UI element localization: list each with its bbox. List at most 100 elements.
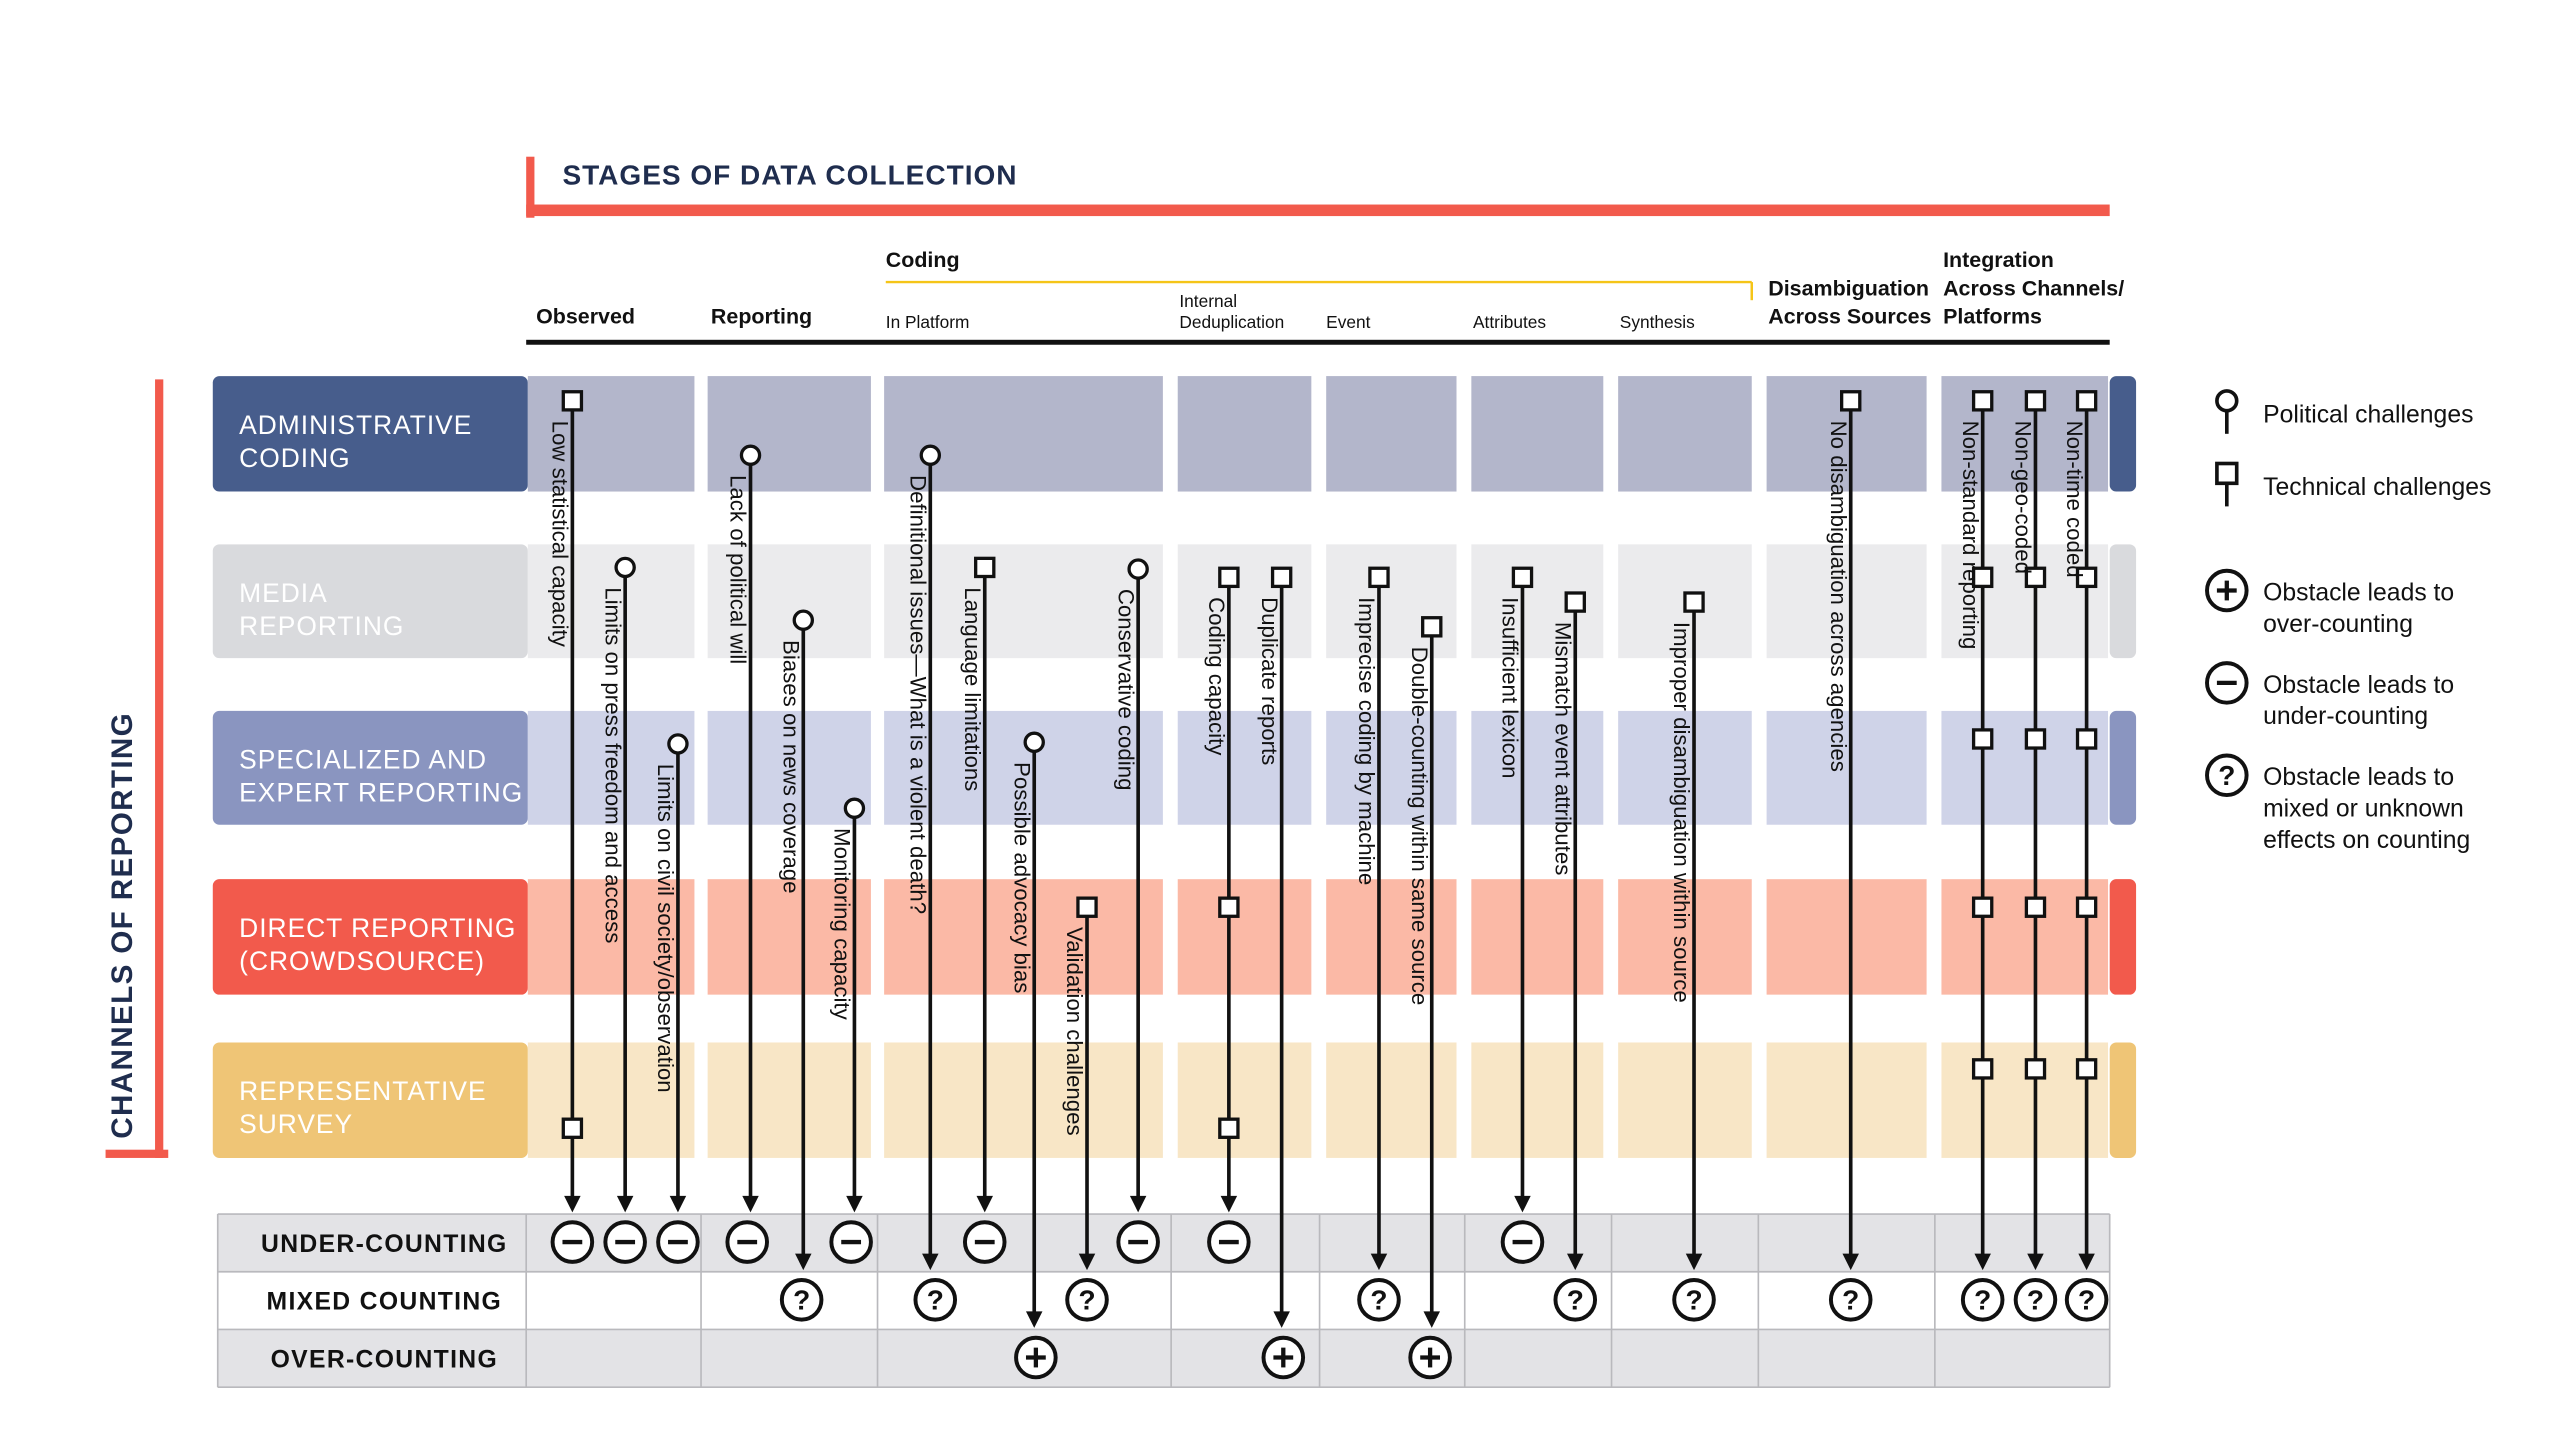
outcome-mixed-symbol-19-ring [1960, 1278, 2005, 1322]
challenge-arrowhead-21 [2078, 1253, 2095, 1271]
challenge-technical-marker-0 [561, 390, 584, 412]
challenge-technical-marker-14 [1421, 616, 1443, 638]
channel-band-3-6 [1618, 879, 1752, 995]
channel-label-3: DIRECT REPORTING [239, 913, 516, 943]
challenge-label-11: Coding capacity [1204, 597, 1229, 756]
legend-mixed-text-2: effects on counting [2263, 827, 2470, 854]
channel-band-0-0 [527, 376, 695, 492]
channel-label-box-3 [212, 879, 528, 995]
challenge-arrowhead-10 [1129, 1195, 1147, 1213]
challenge-political-marker-10 [1127, 558, 1149, 580]
outcome-mixed-symbol-21: ? [2064, 1278, 2109, 1322]
coding-group-label: Coding [886, 248, 960, 272]
challenge-label-0: Low statistical capacity [548, 421, 573, 648]
channel-band-0-3 [1177, 376, 1312, 492]
stage-header-1: Reporting [711, 304, 812, 328]
challenge-label-14: Double-counting within same source [1407, 647, 1432, 1006]
challenge-extra-marker-21-3 [2075, 1058, 2098, 1080]
channel-label2-4: SURVEY [239, 1109, 353, 1139]
outcome-under-symbol-5 [829, 1220, 873, 1264]
challenge-arrowhead-17 [1685, 1253, 1703, 1271]
channel-endcap-1 [2109, 544, 2137, 659]
channel-label-box-2 [212, 710, 528, 825]
challenge-label-10: Conservative coding [1113, 589, 1138, 791]
challenge-technical-marker-16 [1564, 591, 1586, 613]
channel-band-2-6 [1618, 710, 1752, 825]
outcome-under-symbol-10 [1116, 1220, 1160, 1264]
challenge-arrowhead-5 [846, 1195, 863, 1213]
outcome-mixed-symbol-9: ? [1065, 1278, 1109, 1322]
legend-under-icon [2205, 661, 2249, 705]
legend-over-icon [2205, 568, 2249, 613]
outcome-under-symbol-3 [725, 1220, 769, 1264]
challenge-technical-marker-21 [2075, 390, 2098, 412]
channel-band-3-3 [1177, 879, 1312, 995]
challenge-label-2: Limits on civil society/observation [653, 764, 678, 1093]
challenge-political-marker-8 [1023, 731, 1045, 753]
outcome-mixed-symbol-19: ? [1960, 1278, 2005, 1322]
outcome-under-symbol-1 [603, 1220, 647, 1264]
channel-band-1-4 [1326, 544, 1457, 659]
challenge-extra-marker-19-0 [1971, 566, 1994, 589]
channel-endcap-0 [2109, 376, 2137, 492]
challenge-arrowhead-2 [669, 1195, 687, 1213]
challenge-extra-marker-19-2 [1971, 896, 1994, 918]
challenge-technical-marker-19 [1971, 390, 1994, 412]
challenge-label-20: Non-geo-coded [2011, 421, 2036, 574]
channel-band-4-1 [707, 1042, 871, 1158]
challenge-label-8: Possible advocacy bias [1009, 762, 1034, 993]
outcome-mixed-symbol-6-q: ? [927, 1285, 944, 1316]
outcome-label-2: OVER-COUNTING [271, 1346, 498, 1373]
outcome-mixed-symbol-4-ring [779, 1278, 824, 1322]
outcome-under-symbol-15 [1500, 1220, 1545, 1264]
challenge-arrowhead-8 [1025, 1311, 1043, 1328]
outcome-row-1 [217, 1271, 2110, 1330]
challenge-arrowhead-1 [616, 1195, 634, 1213]
challenge-extra-marker-20-3 [2024, 1058, 2047, 1080]
channel-band-4-6 [1618, 1042, 1752, 1158]
channel-endcap-4 [2109, 1042, 2137, 1158]
stage-header-6: Synthesis [1620, 312, 1695, 332]
side-bracket-vertical [155, 379, 164, 1158]
legend-political-text: Political challenges [2263, 401, 2473, 428]
channel-band-0-5 [1471, 376, 1604, 492]
challenge-label-1: Limits on press freedom and access [600, 587, 625, 943]
challenge-arrowhead-7 [976, 1195, 993, 1213]
stage-header-4: Event [1326, 312, 1370, 332]
challenge-label-12: Duplicate reports [1257, 597, 1282, 765]
channel-band-2-0 [527, 710, 695, 825]
outcome-mixed-symbol-17-ring [1672, 1278, 1716, 1322]
channel-label2-0: CODING [239, 443, 350, 473]
challenge-political-marker-1 [614, 556, 636, 579]
challenge-political-marker-6 [919, 444, 942, 466]
challenge-extra-marker-20-2 [2024, 896, 2047, 918]
challenge-arrowhead-20 [2027, 1253, 2044, 1271]
legend-mixed-icon: ? [2205, 753, 2249, 798]
channel-label-box-4 [212, 1042, 528, 1158]
challenge-label-19: Non-standard reporting [1958, 421, 1983, 650]
outcome-mixed-symbol-20-q: ? [2027, 1285, 2044, 1316]
channel-band-1-0 [527, 544, 695, 659]
channel-label-box-0 [212, 376, 528, 492]
challenge-extra-marker-21-1 [2075, 728, 2098, 750]
channel-label2-2: EXPERT REPORTING [239, 778, 523, 808]
stage-header-3: Internal [1179, 291, 1237, 311]
title-bracket-left [526, 156, 535, 218]
challenge-technical-marker-7 [974, 556, 996, 579]
challenge-technical-marker-13 [1368, 566, 1390, 589]
challenge-arrowhead-9 [1078, 1253, 1096, 1271]
challenge-label-3: Lack of political will [726, 475, 751, 664]
legend-under-text-1: under-counting [2263, 703, 2428, 730]
challenge-technical-marker-17 [1683, 591, 1705, 613]
outcome-mixed-symbol-19-q: ? [1974, 1285, 1991, 1316]
channel-band-2-7 [1766, 710, 1927, 825]
stage-header-8: Platforms [1943, 304, 2042, 328]
challenge-extra-marker-20-1 [2024, 728, 2047, 750]
legend-under-text-0: Obstacle leads to [2263, 672, 2454, 699]
challenge-political-marker-4 [792, 609, 815, 631]
stage-header-7: Disambiguation [1768, 276, 1929, 300]
outcome-mixed-symbol-21-q: ? [2078, 1285, 2095, 1316]
header-rule [526, 339, 2110, 345]
challenge-technical-marker-20 [2024, 390, 2047, 412]
